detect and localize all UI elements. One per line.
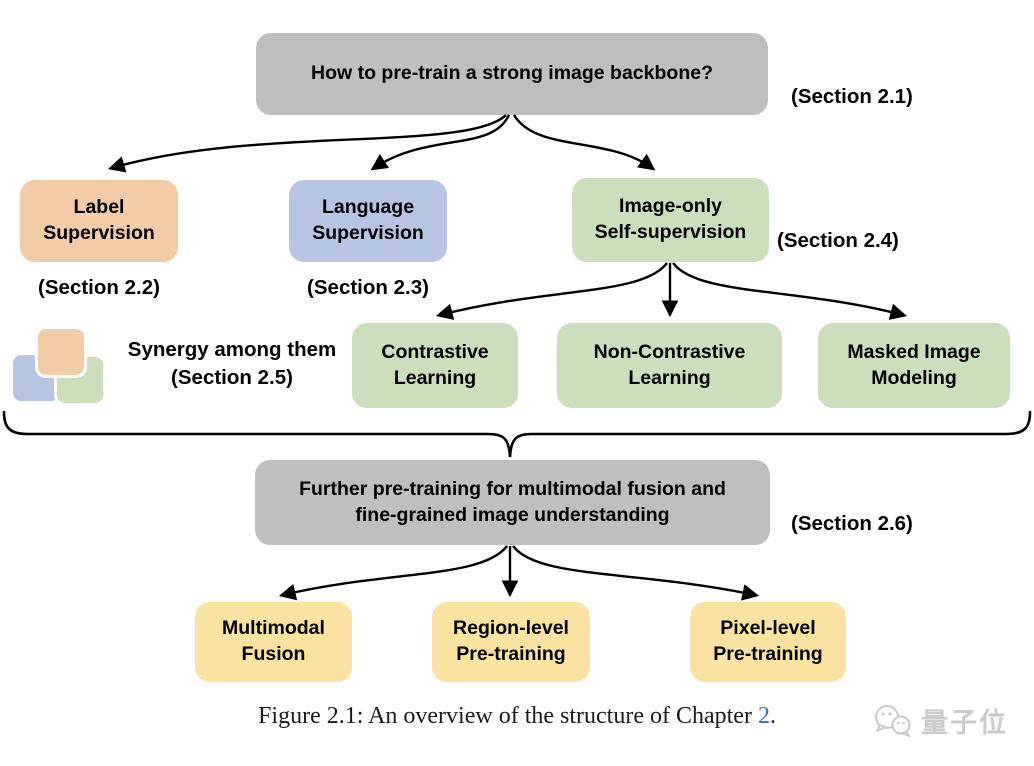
further-pretraining-box: Further pre-training for multimodal fusi… xyxy=(255,460,770,545)
fusion-box-multimodal-fusion: Multimodal Fusion xyxy=(195,602,352,682)
chapter-link[interactable]: 2 xyxy=(757,703,770,729)
chat-bubbles-icon xyxy=(875,704,911,737)
method-box-masked-image-modeling: Masked Image Modeling xyxy=(818,323,1010,408)
approach-box-image-only-self-supervision: Image-only Self-supervision xyxy=(572,178,769,262)
section-label-2-2: (Section 2.2) xyxy=(38,276,160,299)
watermark: 量子位 xyxy=(872,701,1008,740)
synergy-squares-icon xyxy=(10,324,114,412)
section-label-2-3: (Section 2.3) xyxy=(307,276,429,299)
approach-box-language-supervision: Language Supervision xyxy=(289,180,447,262)
arrow-imageonly-to-contrastive xyxy=(435,262,668,320)
method-box-contrastive-learning: Contrastive Learning xyxy=(352,323,518,408)
synergy-label: Synergy among them (Section 2.5) xyxy=(127,338,337,389)
arrow-further-to-multimodal xyxy=(278,545,508,601)
method-box-non-contrastive-learning: Non-Contrastive Learning xyxy=(557,323,782,408)
approach-box-label-supervision: Label Supervision xyxy=(20,180,178,262)
caption-text: Figure 2.1: An overview of the structure… xyxy=(258,703,758,729)
brace xyxy=(2,410,1032,458)
synergy-square-orange xyxy=(35,326,87,378)
fusion-box-region-level-pretraining: Region-level Pre-training xyxy=(432,602,590,682)
arrow-root-to-label-supervision xyxy=(107,114,507,173)
arrow-root-to-image-only xyxy=(512,114,656,171)
arrow-imageonly-to-masked xyxy=(672,262,908,320)
section-label-2-1: (Section 2.1) xyxy=(791,85,913,108)
watermark-text: 量子位 xyxy=(921,708,1008,738)
caption-period: . xyxy=(769,703,776,729)
arrow-root-to-language-supervision xyxy=(370,114,511,171)
root-question-box: How to pre-train a strong image backbone… xyxy=(256,33,768,115)
arrow-further-to-pixel xyxy=(512,545,760,601)
figure-caption: Figure 2.1: An overview of the structure… xyxy=(17,703,1017,730)
section-label-2-4: (Section 2.4) xyxy=(777,229,899,252)
section-label-2-6: (Section 2.6) xyxy=(791,512,913,535)
fusion-box-pixel-level-pretraining: Pixel-level Pre-training xyxy=(690,602,846,682)
